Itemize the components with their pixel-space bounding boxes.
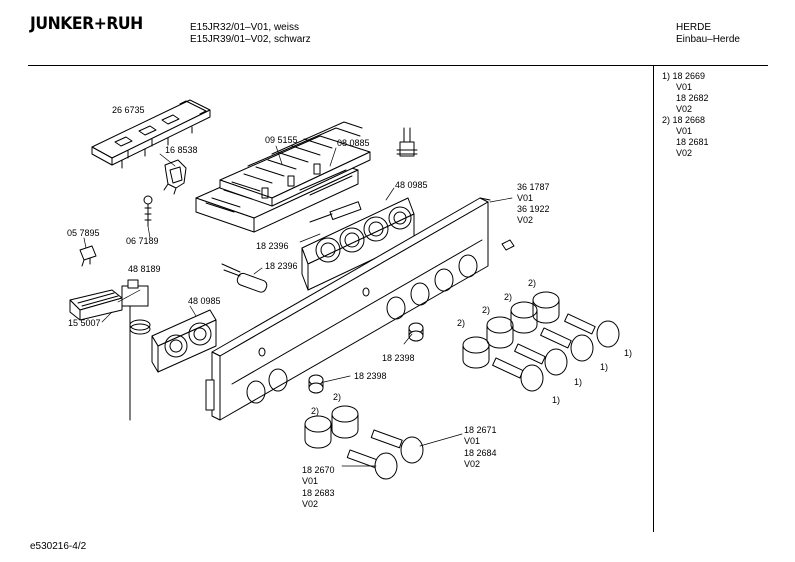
model-line-2: E15JR39/01–V02, schwarz bbox=[190, 34, 311, 45]
part-label-182684: 18 2684 bbox=[464, 448, 497, 458]
part-control-panel-361787 bbox=[205, 197, 491, 421]
callout-marker: 2) bbox=[528, 278, 537, 288]
part-knob-shaft bbox=[346, 449, 398, 480]
callout-marker: 2) bbox=[333, 392, 342, 402]
part-label-182683: 18 2683 bbox=[302, 488, 335, 498]
part-label-182684-variant: V02 bbox=[464, 459, 481, 469]
part-label-168538: 16 8538 bbox=[165, 145, 198, 155]
part-label-095155: 09 5155 bbox=[265, 135, 298, 145]
part-bracket-266735 bbox=[91, 99, 211, 169]
footnote-item: V02 bbox=[676, 148, 693, 158]
part-label-182396-upper: 18 2396 bbox=[256, 241, 289, 251]
callout-marker: 2) bbox=[482, 305, 491, 315]
part-indicator-182398-upper bbox=[408, 322, 424, 342]
part-label-182398-upper: 18 2398 bbox=[382, 353, 415, 363]
part-label-182670-variant: V01 bbox=[302, 476, 319, 486]
part-knob-frame-480985-lower bbox=[151, 309, 217, 373]
callout-marker: 2) bbox=[504, 292, 513, 302]
brand-logo: JUNKER+RUH bbox=[30, 14, 143, 34]
part-knob-cap bbox=[304, 415, 332, 449]
part-screw-067189 bbox=[143, 195, 153, 227]
subcategory-title: Einbau–Herde bbox=[676, 34, 740, 45]
part-knob-shaft bbox=[564, 313, 620, 348]
callout-marker: 1) bbox=[600, 362, 609, 372]
part-label-155007: 15 5007 bbox=[68, 318, 101, 328]
part-knob-frame-480985-upper bbox=[301, 197, 415, 291]
part-label-488189: 48 8189 bbox=[128, 264, 161, 274]
footnote-item: 1) 18 2669 bbox=[662, 71, 706, 81]
callout-marker: 2) bbox=[457, 318, 466, 328]
footnote-item: V02 bbox=[676, 104, 693, 114]
part-knob-shaft bbox=[370, 429, 424, 464]
part-label-361922-variant: V02 bbox=[517, 215, 534, 225]
part-shaft-182396-upper bbox=[309, 201, 362, 223]
footnote-item: V01 bbox=[676, 126, 693, 136]
part-knob-cap bbox=[462, 336, 490, 369]
footnote-item: 18 2681 bbox=[676, 137, 709, 147]
part-thermostat-488189 bbox=[121, 279, 151, 421]
part-label-182396-lamp: 18 2396 bbox=[265, 261, 298, 271]
part-panel-clip bbox=[501, 239, 515, 251]
callout-marker: 1) bbox=[574, 377, 583, 387]
part-label-067189: 06 7189 bbox=[126, 236, 159, 246]
part-knob-shaft bbox=[540, 327, 594, 362]
part-label-361787-variant: V01 bbox=[517, 193, 534, 203]
part-label-480985-upper: 48 0985 bbox=[395, 180, 428, 190]
category-title: HERDE bbox=[676, 22, 712, 33]
part-label-182671: 18 2671 bbox=[464, 425, 497, 435]
footnote-item: 2) 18 2668 bbox=[662, 115, 706, 125]
part-label-266735: 26 6735 bbox=[112, 105, 145, 115]
part-knob-cap bbox=[331, 405, 359, 439]
part-knob-cap bbox=[532, 291, 560, 324]
part-switch-block-095155 bbox=[195, 121, 371, 233]
part-label-080885: 08 0885 bbox=[337, 138, 370, 148]
document-code: e530216-4/2 bbox=[30, 541, 87, 552]
part-lamp-182396 bbox=[221, 263, 268, 293]
part-terminal-block-155007 bbox=[69, 289, 123, 321]
part-fuse-holder bbox=[396, 127, 418, 157]
side-column-divider bbox=[653, 65, 654, 532]
part-label-182398-lower: 18 2398 bbox=[354, 371, 387, 381]
part-label-182671-variant: V01 bbox=[464, 436, 481, 446]
part-knob-cap bbox=[510, 301, 538, 334]
header-divider bbox=[28, 65, 768, 66]
part-label-361787: 36 1787 bbox=[517, 182, 550, 192]
part-knob-cap bbox=[486, 316, 514, 349]
footnote-item: 18 2682 bbox=[676, 93, 709, 103]
part-small-bracket-057895 bbox=[79, 245, 97, 267]
leader-lines bbox=[83, 145, 513, 467]
part-label-182670: 18 2670 bbox=[302, 465, 335, 475]
callout-marker: 1) bbox=[552, 395, 561, 405]
part-label-480985-lower: 48 0985 bbox=[188, 296, 221, 306]
part-label-182683-variant: V02 bbox=[302, 499, 319, 509]
part-indicator-182398-lower bbox=[308, 374, 324, 394]
part-knob-shaft bbox=[492, 357, 544, 392]
part-knob-shaft bbox=[514, 343, 568, 376]
part-label-361922: 36 1922 bbox=[517, 204, 550, 214]
part-clip-168538 bbox=[163, 159, 187, 195]
footnote-item: V01 bbox=[676, 82, 693, 92]
part-label-057895: 05 7895 bbox=[67, 228, 100, 238]
model-line-1: E15JR32/01–V01, weiss bbox=[190, 22, 299, 33]
callout-marker: 1) bbox=[624, 348, 633, 358]
callout-marker: 2) bbox=[311, 406, 320, 416]
